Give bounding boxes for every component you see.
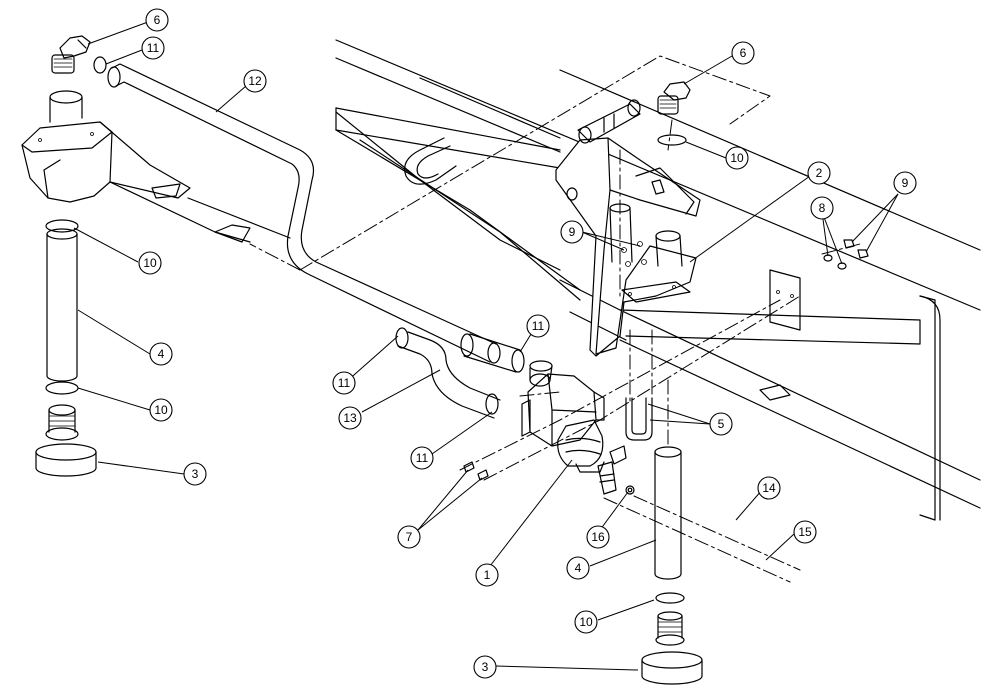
svg-text:4: 4 — [575, 561, 582, 575]
callout-11-valve-upper: 11 — [526, 314, 550, 338]
clamp-ring-lower-right — [655, 592, 685, 604]
svg-text:13: 13 — [343, 411, 357, 425]
svg-text:10: 10 — [730, 151, 744, 165]
svg-text:15: 15 — [798, 525, 812, 539]
base-cup-right — [641, 651, 703, 685]
svg-text:10: 10 — [579, 615, 593, 629]
callout-15: 15 — [793, 520, 817, 544]
short-hose-right — [460, 333, 525, 373]
spout-assembly-left — [21, 90, 291, 243]
svg-text:11: 11 — [338, 376, 351, 390]
callout-13: 13 — [338, 406, 362, 430]
callout-11-valve-lower: 11 — [410, 446, 434, 470]
svg-text:9: 9 — [902, 176, 909, 190]
callout-2: 2 — [807, 161, 831, 185]
svg-text:8: 8 — [819, 201, 826, 215]
svg-text:11: 11 — [416, 451, 429, 465]
u-bolts — [625, 397, 653, 441]
leader-lines — [73, 21, 899, 671]
svg-text:11: 11 — [532, 319, 545, 333]
base-cup-left — [35, 443, 97, 477]
svg-text:1: 1 — [484, 568, 491, 582]
clamp-ring-right — [657, 134, 687, 146]
clamp-ring-left — [93, 56, 107, 74]
callout-12: 12 — [243, 69, 267, 93]
callout-10-left-lower: 10 — [149, 398, 173, 422]
callout-4-right: 4 — [566, 556, 590, 580]
center-lines — [249, 55, 861, 583]
svg-text:11: 11 — [147, 41, 160, 55]
callout-9-center: 9 — [560, 220, 584, 244]
callout-16: 16 — [586, 525, 610, 549]
callout-3-right: 3 — [473, 655, 497, 679]
svg-text:14: 14 — [762, 481, 776, 495]
callout-7: 7 — [397, 525, 421, 549]
callout-10-right-lower: 10 — [574, 610, 598, 634]
vertical-pipe-right — [654, 446, 682, 580]
svg-text:10: 10 — [154, 403, 168, 417]
clamp-ring-upper-left — [45, 219, 79, 233]
svg-text:6: 6 — [154, 13, 161, 27]
callout-10-left-upper: 10 — [138, 251, 162, 275]
clamp-ring-lower-left — [45, 381, 79, 395]
elbow-fitting-left — [51, 35, 91, 74]
svg-text:7: 7 — [406, 530, 413, 544]
svg-text:12: 12 — [248, 74, 262, 88]
svg-text:16: 16 — [591, 530, 605, 544]
callout-10-right-upper: 10 — [725, 146, 749, 170]
coupling-right — [655, 611, 685, 646]
callout-14: 14 — [757, 476, 781, 500]
callout-8: 8 — [810, 196, 834, 220]
callout-11-top-left: 11 — [141, 36, 165, 60]
svg-text:3: 3 — [482, 660, 489, 674]
callout-9-right: 9 — [893, 171, 917, 195]
callout-1: 1 — [475, 563, 499, 587]
callout-4-left: 4 — [149, 342, 173, 366]
svg-text:6: 6 — [740, 46, 747, 60]
main-frame — [335, 39, 981, 521]
callout-3-left: 3 — [183, 462, 207, 486]
svg-text:10: 10 — [143, 256, 157, 270]
svg-text:3: 3 — [192, 467, 199, 481]
svg-text:2: 2 — [816, 166, 823, 180]
svg-text:9: 9 — [569, 225, 576, 239]
svg-text:4: 4 — [158, 347, 165, 361]
callout-11-tube-end: 11 — [332, 371, 356, 395]
svg-text:5: 5 — [718, 417, 725, 431]
callout-6-right: 6 — [731, 41, 755, 65]
callout-6-top-left: 6 — [145, 8, 169, 32]
callout-5: 5 — [709, 412, 733, 436]
screws — [463, 461, 489, 481]
elbow-fitting-right — [657, 81, 691, 115]
valve-assembly — [521, 360, 635, 495]
long-hose — [107, 63, 501, 364]
vertical-pipe-left — [46, 228, 78, 382]
left-assembly — [21, 35, 291, 477]
coupling-left — [45, 404, 79, 441]
washers-nuts — [823, 239, 869, 270]
